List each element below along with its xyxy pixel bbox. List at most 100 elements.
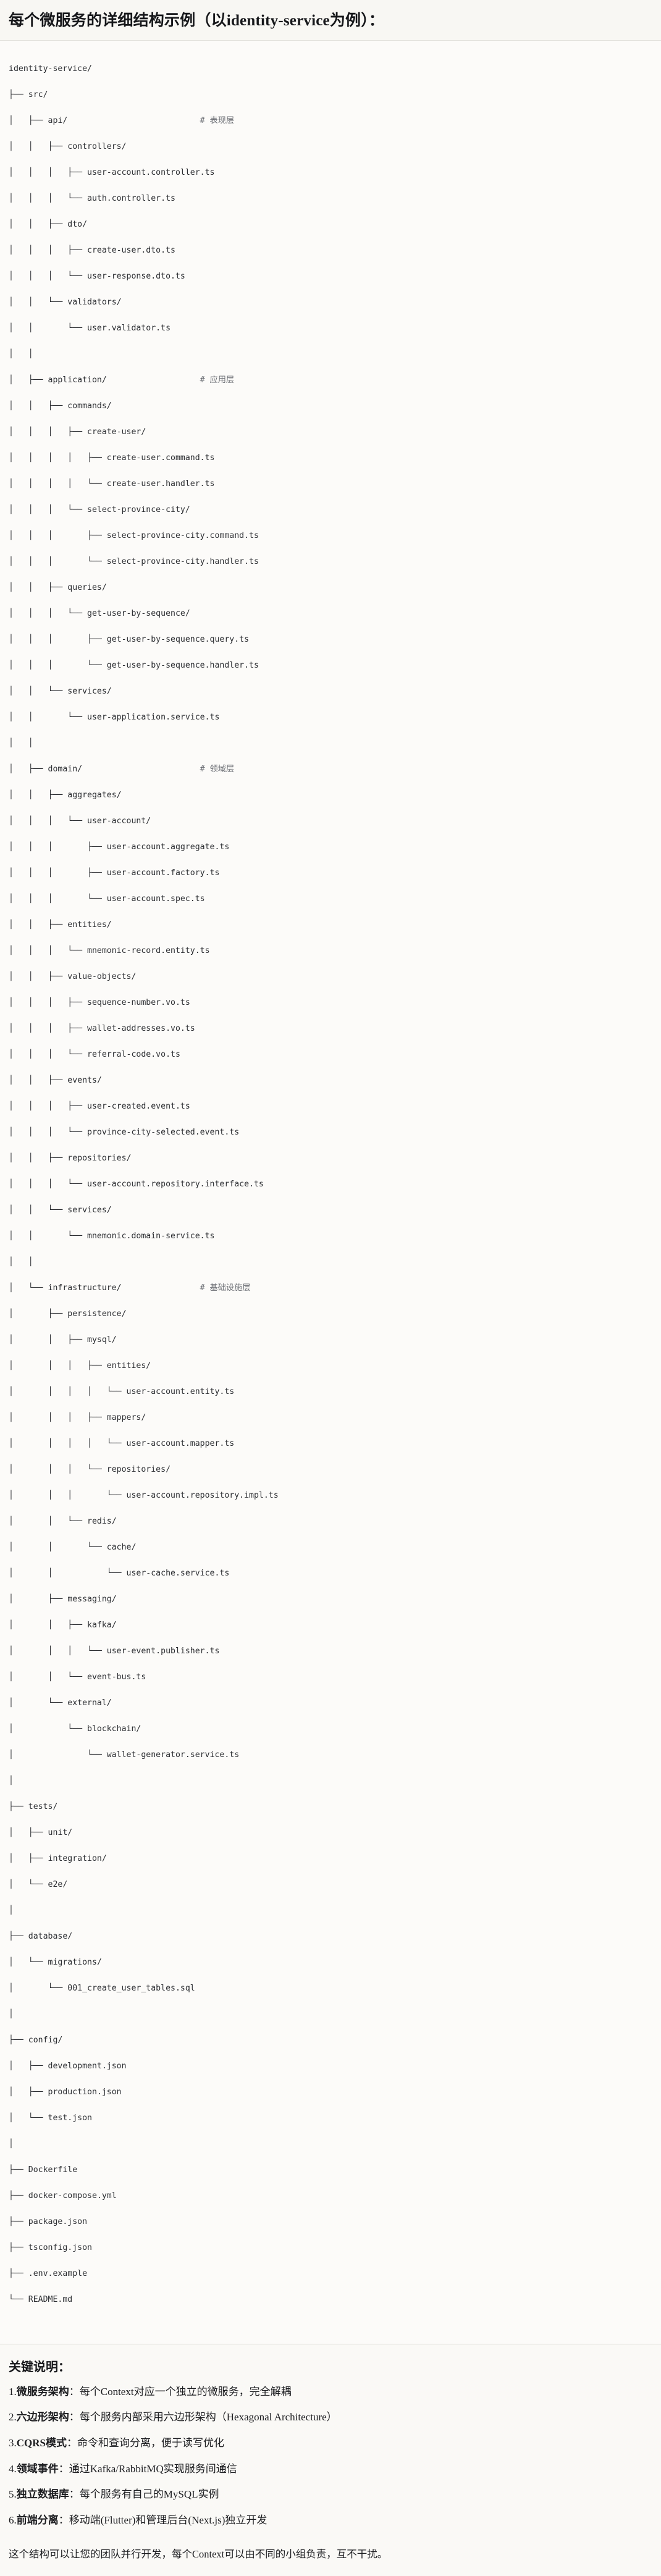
tree-row: │ │ │ │ └── user-account.entity.ts bbox=[9, 1385, 652, 1398]
directory-tree: identity-service/ ├── src/ │ ├── api/ # … bbox=[9, 62, 652, 2319]
tree-row: │ │ │ ├── user-account.aggregate.ts bbox=[9, 841, 652, 854]
tree-row: │ │ │ └── province-city-selected.event.t… bbox=[9, 1126, 652, 1139]
tree-row: │ ├── domain/ # 领域层 bbox=[9, 763, 652, 776]
tree-row: │ ├── persistence/ bbox=[9, 1307, 652, 1320]
tree-path: │ ├── unit/ bbox=[9, 1828, 73, 1838]
tree-path: identity-service/ bbox=[9, 64, 92, 74]
tree-row: │ └── blockchain/ bbox=[9, 1722, 652, 1735]
tree-row: identity-service/ bbox=[9, 62, 652, 75]
tree-path: │ │ │ ├── select-province-city.command.t… bbox=[9, 531, 259, 541]
tree-path: │ bbox=[9, 1776, 14, 1786]
key-point-description: ：每个服务内部采用六边形架构（Hexagonal Architecture） bbox=[69, 2411, 337, 2423]
tree-path: │ │ │ └── select-province-city.handler.t… bbox=[9, 557, 259, 567]
tree-path: │ │ └── event-bus.ts bbox=[9, 1672, 146, 1682]
tree-row: │ ├── api/ # 表现层 bbox=[9, 114, 652, 127]
tree-row: │ ├── application/ # 应用层 bbox=[9, 374, 652, 387]
tree-row: │ │ │ └── auth.controller.ts bbox=[9, 192, 652, 205]
tree-path: │ ├── integration/ bbox=[9, 1854, 107, 1864]
tree-gap bbox=[82, 765, 200, 774]
tree-path: │ │ ├── queries/ bbox=[9, 583, 107, 593]
tree-path: │ │ │ └── get-user-by-sequence.handler.t… bbox=[9, 661, 259, 671]
tree-row: │ │ │ └── get-user-by-sequence.handler.t… bbox=[9, 659, 652, 672]
tree-row: │ └── external/ bbox=[9, 1697, 652, 1710]
tree-path: ├── tsconfig.json bbox=[9, 2243, 92, 2253]
tree-row: │ ├── messaging/ bbox=[9, 1593, 652, 1606]
tree-gap bbox=[122, 1283, 200, 1293]
tree-path: │ │ ├── controllers/ bbox=[9, 142, 127, 152]
tree-path: ├── src/ bbox=[9, 90, 48, 100]
tree-path: │ │ └── validators/ bbox=[9, 298, 122, 308]
tree-row: │ │ │ │ └── user-account.mapper.ts bbox=[9, 1437, 652, 1450]
tree-path: │ └── migrations/ bbox=[9, 1958, 102, 1968]
tree-path: │ │ ├── value-objects/ bbox=[9, 972, 137, 982]
tree-path: │ │ ├── entities/ bbox=[9, 920, 112, 930]
tree-row: │ │ ├── value-objects/ bbox=[9, 970, 652, 983]
tree-path: │ │ │ └── user-account/ bbox=[9, 816, 151, 826]
tree-gap bbox=[67, 116, 200, 125]
key-point-description: ：通过Kafka/RabbitMQ实现服务间通信 bbox=[58, 2462, 237, 2475]
tree-path: │ │ │ └── get-user-by-sequence/ bbox=[9, 609, 190, 619]
tree-path: │ │ │ ├── create-user/ bbox=[9, 427, 146, 437]
tree-path: │ │ ├── aggregates/ bbox=[9, 791, 122, 800]
tree-row: │ │ │ │ └── create-user.handler.ts bbox=[9, 477, 652, 490]
tree-row: │ │ │ └── select-province-city.handler.t… bbox=[9, 555, 652, 568]
tree-path: │ │ │ ├── mappers/ bbox=[9, 1413, 146, 1423]
tree-row: │ │ └── mnemonic.domain-service.ts bbox=[9, 1230, 652, 1243]
tree-path: │ │ │ └── province-city-selected.event.t… bbox=[9, 1128, 240, 1138]
tree-row: │ bbox=[9, 2008, 652, 2021]
tree-path: │ │ └── services/ bbox=[9, 1206, 112, 1215]
key-point-item: 6.前端分离：移动端(Flutter)和管理后台(Next.js)独立开发 bbox=[9, 2513, 652, 2528]
tree-row: │ │ ├── kafka/ bbox=[9, 1619, 652, 1632]
tree-row: │ │ └── user-cache.service.ts bbox=[9, 1567, 652, 1580]
tree-path: │ │ │ │ ├── create-user.command.ts bbox=[9, 453, 215, 463]
tree-row: ├── docker-compose.yml bbox=[9, 2189, 652, 2202]
tree-row: ├── package.json bbox=[9, 2215, 652, 2228]
tree-path: │ │ bbox=[9, 350, 33, 359]
tree-row: │ └── test.json bbox=[9, 2112, 652, 2125]
tree-row: │ └── infrastructure/ # 基础设施层 bbox=[9, 1282, 652, 1294]
tree-path: ├── docker-compose.yml bbox=[9, 2191, 117, 2201]
tree-path: │ │ └── user-cache.service.ts bbox=[9, 1569, 230, 1579]
tree-row: │ │ ├── queries/ bbox=[9, 581, 652, 594]
tree-row: │ │ │ ├── user-account.controller.ts bbox=[9, 166, 652, 179]
key-point-description: ：每个服务有自己的MySQL实例 bbox=[69, 2488, 219, 2501]
tree-path: │ │ │ ├── user-created.event.ts bbox=[9, 1102, 190, 1112]
tree-row: │ ├── production.json bbox=[9, 2086, 652, 2099]
tree-path: │ │ bbox=[9, 739, 33, 749]
key-point-term: 领域事件 bbox=[16, 2462, 59, 2475]
tree-row: ├── tsconfig.json bbox=[9, 2241, 652, 2254]
tree-path: │ │ └── user.validator.ts bbox=[9, 324, 171, 334]
footer-block: 这个结构可以让您的团队并行开发，每个Context可以由不同的小组负责，互不干扰… bbox=[0, 2545, 661, 2576]
tree-path: ├── config/ bbox=[9, 2036, 63, 2045]
tree-row: │ bbox=[9, 2138, 652, 2150]
tree-path: │ │ ├── events/ bbox=[9, 1076, 102, 1086]
tree-row: │ │ └── user.validator.ts bbox=[9, 322, 652, 335]
tree-path: │ │ └── services/ bbox=[9, 687, 112, 697]
tree-row: │ │ │ ├── entities/ bbox=[9, 1359, 652, 1372]
key-points-title: 关键说明： bbox=[9, 2360, 70, 2374]
tree-row: │ │ │ └── user-account.spec.ts bbox=[9, 892, 652, 905]
tree-path: │ │ ├── dto/ bbox=[9, 220, 88, 230]
key-point-item: 2.六边形架构：每个服务内部采用六边形架构（Hexagonal Architec… bbox=[9, 2410, 652, 2425]
key-point-term: CQRS模式 bbox=[16, 2436, 67, 2449]
tree-path: │ │ │ ├── user-account.factory.ts bbox=[9, 868, 220, 878]
tree-row: │ └── 001_create_user_tables.sql bbox=[9, 1982, 652, 1995]
tree-row: │ │ └── event-bus.ts bbox=[9, 1671, 652, 1684]
tree-row: │ │ │ └── mnemonic-record.entity.ts bbox=[9, 944, 652, 957]
tree-comment: # 领域层 bbox=[200, 765, 235, 774]
tree-path: │ │ │ └── auth.controller.ts bbox=[9, 194, 175, 204]
tree-path: │ │ └── user-application.service.ts bbox=[9, 713, 220, 723]
key-point-number: 3. bbox=[9, 2436, 17, 2449]
tree-path: │ │ │ │ └── user-account.mapper.ts bbox=[9, 1439, 235, 1449]
tree-path: │ ├── production.json bbox=[9, 2087, 122, 2097]
tree-path: │ │ └── mnemonic.domain-service.ts bbox=[9, 1231, 215, 1241]
tree-row: │ │ └── cache/ bbox=[9, 1541, 652, 1554]
tree-path: │ └── blockchain/ bbox=[9, 1724, 141, 1734]
tree-path: │ bbox=[9, 2010, 14, 2020]
tree-path: │ ├── messaging/ bbox=[9, 1595, 117, 1605]
tree-path: │ ├── application/ bbox=[9, 375, 107, 385]
tree-row: │ │ └── redis/ bbox=[9, 1515, 652, 1528]
tree-path: │ │ │ └── user-event.publisher.ts bbox=[9, 1647, 220, 1656]
tree-row: │ │ │ ├── get-user-by-sequence.query.ts bbox=[9, 633, 652, 646]
tree-row: │ │ │ └── select-province-city/ bbox=[9, 503, 652, 516]
